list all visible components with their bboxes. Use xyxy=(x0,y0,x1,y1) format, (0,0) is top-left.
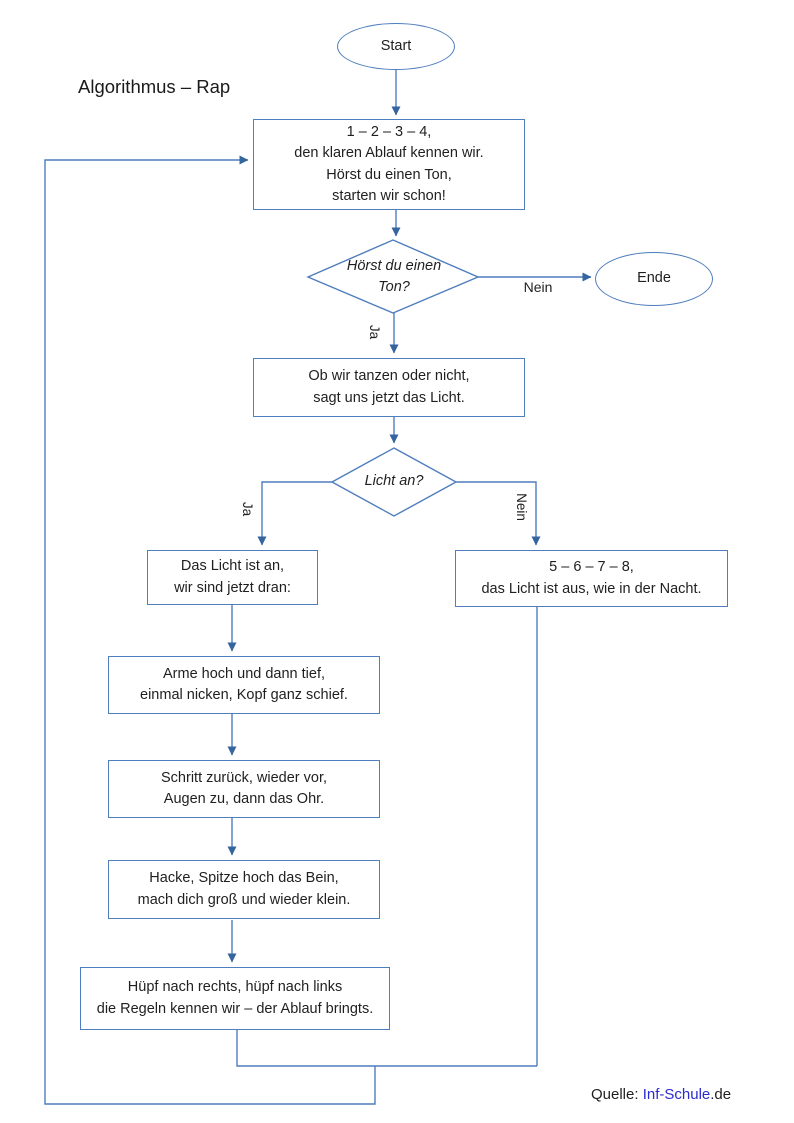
source-suffix: .de xyxy=(710,1086,732,1103)
arrow-loop-back-to-intro xyxy=(44,155,376,1105)
process-licht-info-line: sagt uns jetzt das Licht. xyxy=(313,389,465,406)
edge-label-ja-ton: Ja xyxy=(366,317,382,347)
process-intro: 1 – 2 – 3 – 4, den klaren Ablauf kennen … xyxy=(253,119,525,210)
decision-ton-text: Hörst du einen Ton? xyxy=(324,254,464,300)
start-label: Start xyxy=(380,37,412,54)
process-licht-aus: 5 – 6 – 7 – 8, das Licht ist aus, wie in… xyxy=(455,550,728,607)
edge-label-ja-licht: Ja xyxy=(239,494,255,524)
process-huepf-line: die Regeln kennen wir – der Ablauf bring… xyxy=(96,1000,374,1017)
process-intro-line: Hörst du einen Ton, xyxy=(326,166,452,183)
process-licht-aus-line: 5 – 6 – 7 – 8, xyxy=(549,559,634,575)
process-licht-info-line: Ob wir tanzen oder nicht, xyxy=(308,368,470,384)
ende-label: Ende xyxy=(637,270,671,287)
edge-label-nein-ton: Nein xyxy=(508,279,568,295)
source-note: Quelle: Inf-Schule.de xyxy=(591,1086,731,1103)
line-huepf-merge xyxy=(236,1030,537,1067)
arrow-ja-branch-left xyxy=(257,481,332,546)
page-title: Algorithmus – Rap xyxy=(78,76,231,97)
edge-label-nein-licht: Nein xyxy=(513,488,529,526)
process-schritt: Schritt zurück, wieder vor, Augen zu, da… xyxy=(108,760,380,818)
process-licht-an-line: Das Licht ist an, xyxy=(180,558,285,574)
arrow-nein-branch-right xyxy=(456,481,541,546)
process-arme-line: Arme hoch und dann tief, xyxy=(162,665,326,682)
source-prefix: Quelle: xyxy=(591,1086,643,1103)
process-hacke-line: Hacke, Spitze hoch das Bein, xyxy=(149,870,339,886)
decision-licht-diamond xyxy=(330,447,458,517)
process-licht-an-line: wir sind jetzt dran: xyxy=(174,579,291,596)
decision-licht-text: Licht an? xyxy=(334,472,454,492)
decision-ton-diamond xyxy=(306,239,480,314)
process-arme-line: einmal nicken, Kopf ganz schief. xyxy=(140,687,348,703)
process-huepf: Hüpf nach rechts, hüpf nach links die Re… xyxy=(80,967,390,1030)
decision-ton-line: Ton? xyxy=(378,279,410,295)
process-schritt-line: Augen zu, dann das Ohr. xyxy=(163,791,325,807)
process-licht-an: Das Licht ist an, wir sind jetzt dran: xyxy=(147,550,318,605)
process-intro-line: 1 – 2 – 3 – 4, xyxy=(346,123,432,140)
process-intro-line: den klaren Ablauf kennen wir. xyxy=(294,145,484,161)
decision-licht-line: Licht an? xyxy=(364,473,424,490)
process-licht-aus-line: das Licht ist aus, wie in der Nacht. xyxy=(481,580,702,597)
process-hacke: Hacke, Spitze hoch das Bein, mach dich g… xyxy=(108,860,380,919)
start-terminal: Start xyxy=(337,23,455,70)
process-schritt-line: Schritt zurück, wieder vor, xyxy=(161,769,327,786)
process-hacke-line: mach dich groß und wieder klein. xyxy=(137,891,351,908)
process-arme: Arme hoch und dann tief, einmal nicken, … xyxy=(108,656,380,714)
decision-ton-line: Hörst du einen xyxy=(346,257,442,274)
process-intro-line: starten wir schon! xyxy=(332,188,446,204)
process-huepf-line: Hüpf nach rechts, hüpf nach links xyxy=(127,979,343,995)
process-licht-info: Ob wir tanzen oder nicht, sagt uns jetzt… xyxy=(253,358,525,417)
source-link[interactable]: Inf-Schule xyxy=(642,1086,711,1103)
ende-terminal: Ende xyxy=(595,252,713,306)
